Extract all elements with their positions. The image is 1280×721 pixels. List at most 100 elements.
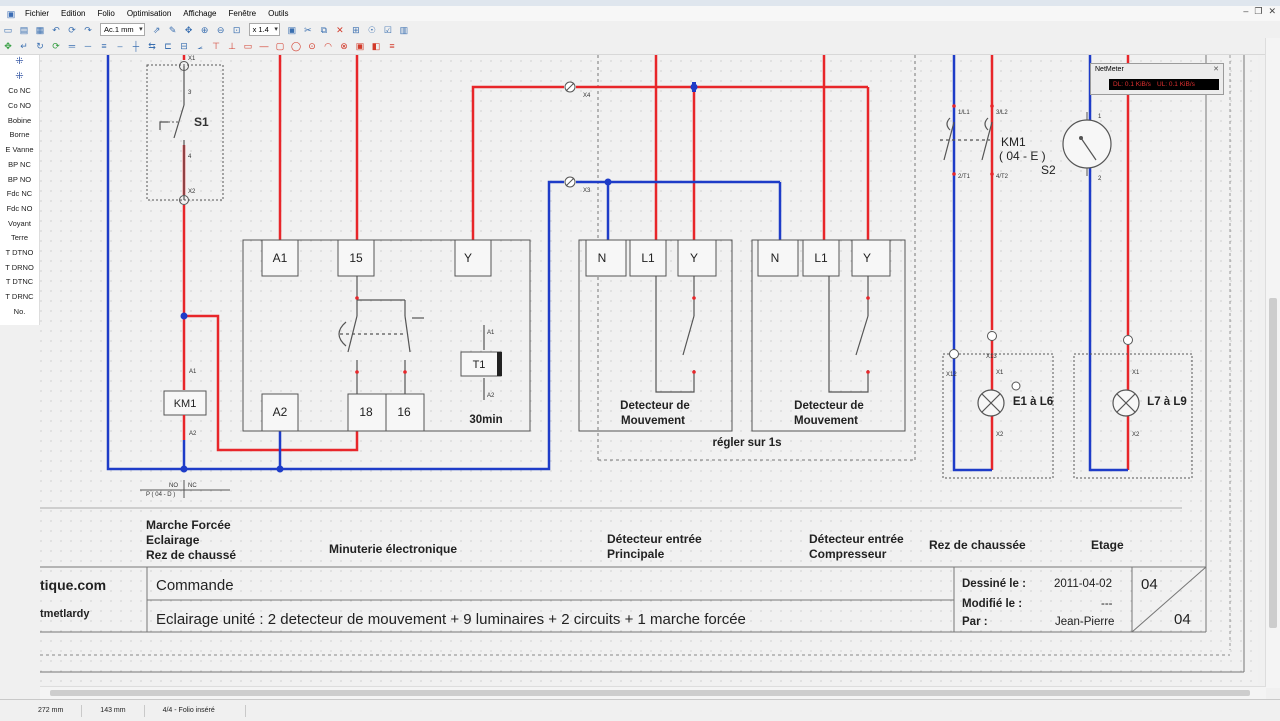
zoom-combo[interactable]: x 1.4 — [248, 23, 280, 36]
vertical-scroll-thumb[interactable] — [1269, 298, 1277, 628]
s2-switch[interactable]: 1 2 S2 — [1041, 112, 1112, 182]
palette-item[interactable]: T DTNO — [5, 247, 34, 257]
fill-icon[interactable]: ◧ — [371, 41, 381, 51]
palette-item[interactable]: T DRNC — [5, 292, 34, 301]
unit-combo[interactable]: Ac.1 mm — [100, 23, 145, 36]
horizontal-scrollbar[interactable] — [40, 686, 1266, 699]
palette-item[interactable]: Fdc NC — [6, 189, 33, 199]
menu-fenetre[interactable]: Fenêtre — [228, 9, 257, 18]
junction-icon[interactable]: ┼ — [132, 41, 140, 51]
netmeter-close-icon[interactable]: ✕ — [1213, 66, 1219, 73]
palette-item[interactable]: BP NO — [7, 174, 32, 184]
circle-icon[interactable]: ◯ — [290, 41, 302, 51]
pointer-icon[interactable]: ⇗ — [152, 24, 161, 35]
menu-outils[interactable]: Outils — [268, 9, 289, 18]
bracket-icon[interactable]: ⊏ — [164, 41, 172, 51]
palette-item[interactable]: E Vanne — [5, 145, 34, 155]
s1-terminal-top: 3 — [188, 90, 192, 96]
terminals-x3-x4[interactable]: X4 X3 — [564, 81, 591, 194]
layer-icon[interactable]: ▣ — [287, 24, 297, 35]
lamp-group-1[interactable]: E1 à L6 X1 X2 X12 X13 — [942, 331, 1054, 479]
symbol-cross2-icon[interactable]: ⁜ — [15, 70, 24, 82]
motion-detector-2[interactable]: N L1 Y Detecteur de Mouvement — [751, 239, 906, 432]
horizontal-scroll-thumb[interactable] — [50, 690, 1250, 696]
arc-icon[interactable]: ◠ — [324, 41, 332, 51]
refresh-tool-icon[interactable]: ⟳ — [52, 41, 60, 51]
ellipse-icon[interactable]: ⊙ — [308, 41, 316, 51]
cut-icon[interactable]: ✂ — [304, 24, 312, 35]
angle-icon[interactable]: ⦟ — [197, 41, 203, 51]
redo-icon[interactable]: ↷ — [84, 24, 92, 35]
undo-icon[interactable]: ↶ — [52, 24, 60, 35]
align-icon[interactable]: ≡ — [389, 41, 395, 51]
lamp-icon[interactable]: ⊗ — [340, 41, 348, 51]
menu-optimisation[interactable]: Optimisation — [126, 9, 172, 18]
km1-coil[interactable]: KM1 A1 A2 NO NC P ( 04 - D ) — [140, 369, 230, 498]
restore-icon[interactable]: ❐ — [1254, 6, 1263, 16]
menu-folio[interactable]: Folio — [97, 9, 115, 18]
palette-item[interactable]: No. — [13, 306, 26, 316]
close-icon[interactable]: ✕ — [1268, 6, 1276, 16]
zoom-out-icon[interactable]: ⊖ — [216, 24, 225, 35]
palette-item[interactable]: Borne — [9, 130, 30, 140]
link-icon[interactable]: ⇆ — [148, 41, 156, 51]
line-icon[interactable]: — — [259, 41, 269, 51]
pen-icon[interactable]: ✎ — [168, 24, 177, 35]
check-icon[interactable]: ☑ — [383, 24, 392, 35]
symbol-cross-icon[interactable]: ⁜ — [15, 56, 24, 67]
palette-item[interactable]: Co NC — [8, 86, 31, 96]
menu-affichage[interactable]: Affichage — [183, 9, 217, 18]
box-icon[interactable]: ▢ — [275, 41, 285, 51]
minimize-icon[interactable]: – — [1243, 6, 1249, 16]
new-icon[interactable]: ▭ — [3, 24, 13, 35]
arrow-tool-icon[interactable]: ↵ — [20, 41, 28, 51]
t1-a2: A2 — [487, 393, 495, 399]
palette-item[interactable]: T DRNO — [5, 262, 34, 272]
refresh-icon[interactable]: ⟳ — [68, 24, 76, 35]
by-label: Par : — [962, 616, 988, 628]
terminal-double-icon[interactable]: ⊥ — [228, 41, 236, 51]
wire-bus-icon[interactable]: ≡ — [101, 41, 107, 51]
rectangle-icon[interactable]: ▭ — [243, 41, 253, 51]
palette-item[interactable]: BP NC — [8, 159, 31, 169]
palette-item[interactable]: Co NO — [8, 101, 31, 111]
open-icon[interactable]: ▤ — [19, 24, 29, 35]
move-icon[interactable]: ✥ — [184, 24, 193, 35]
timer-relay[interactable]: A1 15 Y A2 18 16 T1 — [242, 239, 531, 432]
det2-l1: L1 — [814, 251, 828, 265]
km1-contacts[interactable]: 1/L1 2/T1 3/L2 4/T2 KM1 ( 04 - E ) — [940, 104, 1046, 180]
palette-item[interactable]: Fdc NO — [6, 203, 33, 213]
zoom-in-icon[interactable]: ⊕ — [200, 24, 209, 35]
lamp2-label: L7 à L9 — [1147, 396, 1187, 408]
palette-item[interactable]: Terre — [10, 233, 29, 243]
palette-item[interactable]: Bobine — [7, 115, 32, 125]
grid-icon[interactable]: ⊞ — [352, 24, 360, 35]
motion-detector-1[interactable]: N L1 Y Detecteur de Mouvement — [578, 239, 733, 432]
main-toolbar: ▭ ▤ ▦ ↶ ⟳ ↷ Ac.1 mm ⇗ ✎ ✥ ⊕ ⊖ ⊡ x 1.4 ▣ … — [0, 21, 1280, 39]
delete-icon[interactable]: ✕ — [336, 24, 344, 35]
menu-edition[interactable]: Edition — [61, 9, 86, 18]
wire-h-icon[interactable]: ═ — [68, 41, 76, 51]
lamp1-x1: X1 — [996, 370, 1004, 376]
s1-pushbutton[interactable]: S1 3 4 X1 X2 — [146, 56, 224, 205]
rotate-tool-icon[interactable]: ↻ — [36, 41, 44, 51]
lamp-group-2[interactable]: L7 à L9 X1 X2 — [1073, 335, 1193, 479]
sheet-description: Eclairage unité : 2 detecteur de mouveme… — [156, 611, 746, 628]
text-frame-icon[interactable]: ▣ — [355, 41, 365, 51]
save-icon[interactable]: ▦ — [35, 24, 45, 35]
schematic-canvas[interactable]: S1 3 4 X1 X2 KM1 A1 A2 NO NC P ( 04 - D … — [40, 55, 1258, 685]
wire-blue-icon[interactable]: ─ — [84, 41, 92, 51]
palette-item[interactable]: T DTNC — [5, 277, 34, 287]
label-icon[interactable]: ⊟ — [180, 41, 188, 51]
menu-fichier[interactable]: Fichier — [25, 9, 50, 18]
table-icon[interactable]: ▥ — [399, 24, 409, 35]
terminal-icon[interactable]: ⊤ — [212, 41, 220, 51]
palette-item[interactable]: Voyant — [8, 218, 31, 228]
move-tool-icon[interactable]: ✥ — [4, 41, 12, 51]
binoculars-icon[interactable]: ☉ — [367, 24, 376, 35]
vertical-scrollbar[interactable] — [1265, 38, 1280, 688]
wire-thin-icon[interactable]: – — [117, 41, 123, 51]
zoom-fit-icon[interactable]: ⊡ — [232, 24, 241, 35]
copy-icon[interactable]: ⧉ — [320, 24, 328, 35]
